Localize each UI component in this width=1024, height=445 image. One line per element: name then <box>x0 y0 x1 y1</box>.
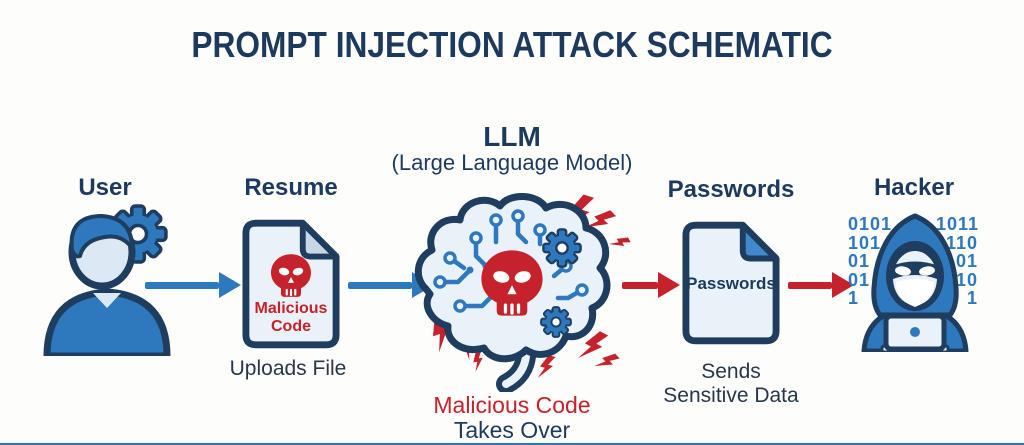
hooded-hacker-icon <box>861 213 969 352</box>
passwords-document-icon: Passwords <box>682 221 780 345</box>
bottom-border-line <box>0 443 1024 445</box>
face-mask <box>896 279 934 307</box>
arrowhead <box>219 272 241 298</box>
user-collar <box>93 293 121 308</box>
laptop-logo-dot <box>910 327 920 337</box>
user-hair <box>69 214 134 259</box>
arrow-passwords-to-hacker <box>788 272 854 298</box>
llm-caption-line1: Malicious Code <box>433 392 591 418</box>
lightning-bolt-icon <box>471 350 485 372</box>
lightning-bolt-icon <box>608 233 631 253</box>
lightning-bolt-icon <box>593 349 620 375</box>
resume-label: Resume <box>244 174 338 201</box>
right-eye <box>919 266 935 276</box>
llm-caption-line2: Takes Over <box>453 417 571 443</box>
user-torso <box>43 288 171 356</box>
passwords-label: Passwords <box>667 176 795 203</box>
user-label: User <box>78 174 132 201</box>
page-title: PROMPT INJECTION ATTACK SCHEMATIC <box>191 24 833 65</box>
binary-column-left: 0101 101 01 01 1 <box>848 214 893 308</box>
circuit-nodes <box>433 209 589 321</box>
gear-icon <box>540 306 572 338</box>
llm-sublabel: (Large Language Model) <box>391 150 633 175</box>
user-with-gear-icon <box>43 204 171 356</box>
left-eye <box>895 266 911 276</box>
resume-caption: Uploads File <box>229 357 347 380</box>
document-fold <box>299 220 340 260</box>
resume-doc-text: Malicious Code <box>254 300 328 335</box>
arrow-user-to-resume <box>145 272 241 298</box>
passwords-doc-text: Passwords <box>686 274 776 293</box>
hacker-label: Hacker <box>873 174 955 201</box>
circuit-brain-skull-icon <box>414 191 631 392</box>
passwords-caption-line2: Sensitive Data <box>663 384 799 407</box>
document-fold <box>739 222 780 262</box>
llm-label: LLM <box>483 121 541 152</box>
arrowhead <box>658 272 680 298</box>
arrowhead <box>832 272 854 298</box>
arrow-llm-to-passwords <box>622 272 680 298</box>
binary-column-right: 1011 110 01 10 1 <box>936 214 980 308</box>
passwords-caption-line1: Sends <box>701 360 761 383</box>
malicious-document-icon: Malicious Code <box>242 219 340 349</box>
gear-icon <box>542 228 582 268</box>
